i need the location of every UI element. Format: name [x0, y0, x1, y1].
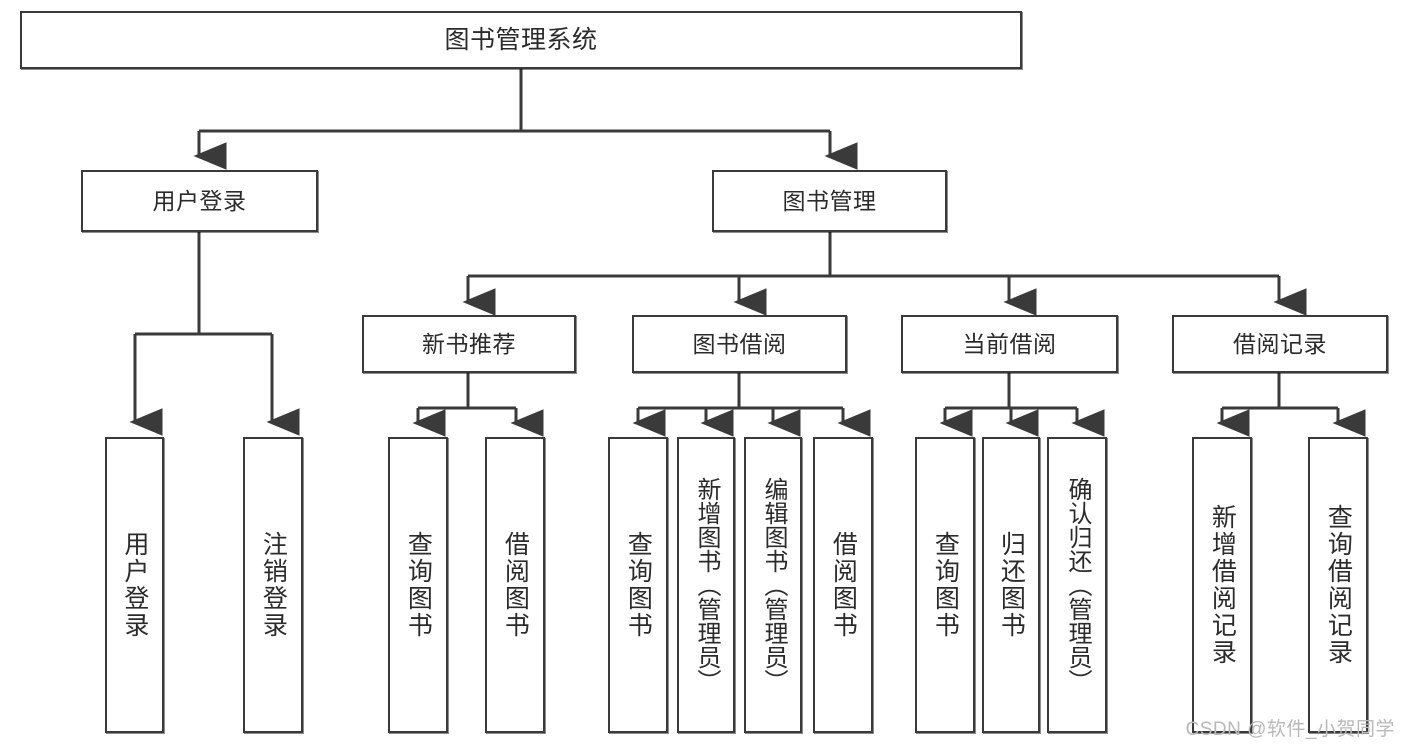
leaf-node[interactable]: 查询图书 [915, 437, 975, 733]
watermark: CSDN @软件_小贺同学 [1185, 719, 1395, 740]
leaf-node[interactable]: 确认归还（管理员） [1047, 437, 1107, 733]
leaf-node-label: 确认归还（管理员） [1063, 477, 1091, 693]
node-root[interactable]: 图书管理系统 [20, 11, 1022, 69]
leaf-node-label: 借阅图书 [501, 531, 530, 639]
leaf-node[interactable]: 编辑图书（管理员） [744, 437, 802, 733]
leaf-node-label: 查询图书 [404, 531, 433, 639]
leaf-node-label: 用户登录 [120, 531, 149, 639]
node-root-label: 图书管理系统 [444, 25, 598, 54]
node-book-borrow-label: 图书借阅 [692, 330, 787, 357]
leaf-node-label: 借阅图书 [829, 531, 858, 639]
leaf-node[interactable]: 注销登录 [243, 437, 303, 733]
leaf-node-label: 查询图书 [931, 531, 960, 639]
node-user-login[interactable]: 用户登录 [81, 170, 318, 232]
leaf-node[interactable]: 新增图书（管理员） [677, 437, 735, 733]
leaf-node-label: 新增借阅记录 [1208, 504, 1237, 666]
node-borrow-record-label: 借阅记录 [1233, 330, 1327, 357]
node-user-login-label: 用户登录 [152, 187, 247, 214]
node-borrow-record[interactable]: 借阅记录 [1172, 315, 1388, 373]
node-current-borrow[interactable]: 当前借阅 [901, 315, 1118, 373]
leaf-node-label: 编辑图书（管理员） [759, 477, 787, 693]
leaf-node[interactable]: 用户登录 [105, 437, 164, 733]
leaf-node-label: 注销登录 [259, 531, 288, 639]
leaf-node[interactable]: 查询图书 [608, 437, 668, 733]
leaf-node[interactable]: 查询借阅记录 [1308, 437, 1368, 733]
leaf-node[interactable]: 查询图书 [388, 437, 448, 733]
leaf-node[interactable]: 借阅图书 [485, 437, 545, 733]
node-book-borrow[interactable]: 图书借阅 [632, 315, 847, 373]
node-book-management-label: 图书管理 [782, 187, 877, 214]
node-new-book-recommend[interactable]: 新书推荐 [362, 315, 576, 373]
leaf-node-label: 查询图书 [624, 531, 653, 639]
node-new-book-recommend-label: 新书推荐 [422, 330, 516, 357]
node-book-management[interactable]: 图书管理 [712, 170, 947, 232]
leaf-node-label: 归还图书 [997, 531, 1026, 639]
leaf-node-label: 新增图书（管理员） [692, 477, 720, 693]
node-current-borrow-label: 当前借阅 [962, 330, 1057, 357]
leaf-node[interactable]: 借阅图书 [813, 437, 873, 733]
leaf-node-label: 查询借阅记录 [1324, 504, 1353, 666]
leaf-node[interactable]: 归还图书 [982, 437, 1040, 733]
leaf-node[interactable]: 新增借阅记录 [1192, 437, 1252, 733]
